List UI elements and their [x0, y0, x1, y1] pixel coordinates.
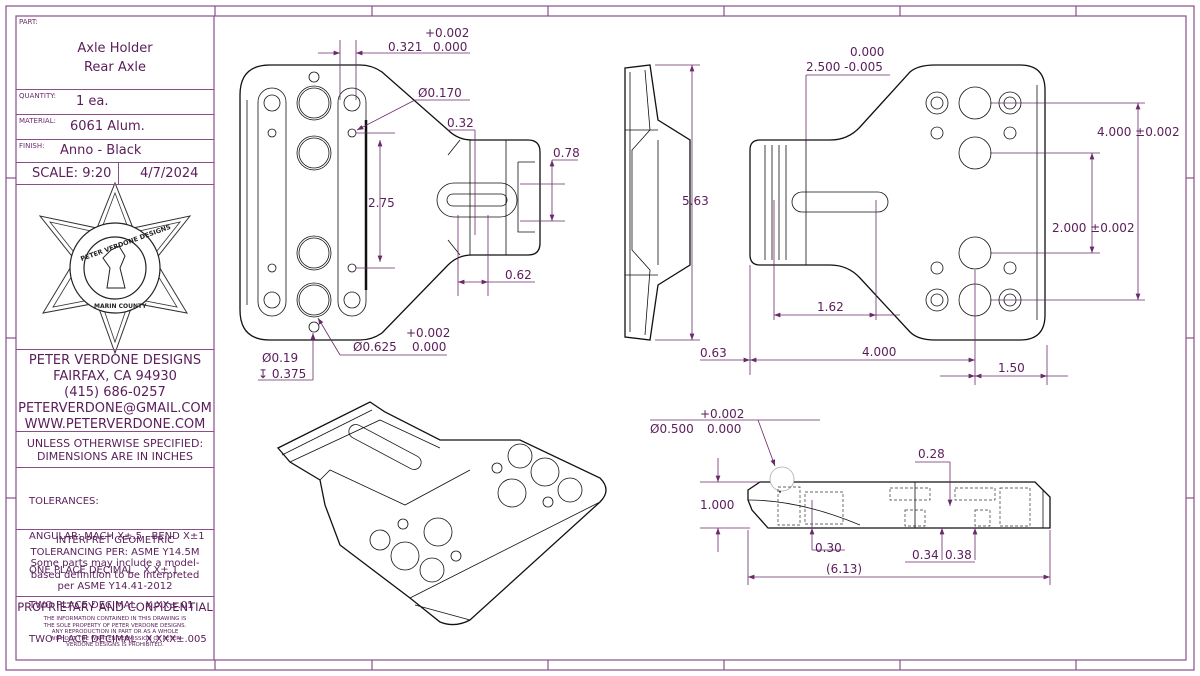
side-view: 5.63 0.63: [624, 64, 727, 360]
proprietary-note: PROPRIETARY AND CONFIDENTIAL THE INFORMA…: [16, 597, 214, 660]
tolerances-title: TOLERANCES:: [29, 496, 99, 507]
dim-275: 2.75: [368, 196, 395, 210]
dim-034: 0.34: [912, 548, 939, 562]
tolerance-angular: ANGULAR: MACH X±.5 BEND X±1: [29, 530, 205, 542]
dim-tol-zero-2: 0.000: [412, 340, 446, 354]
dim-030: 0.30: [815, 541, 842, 555]
logo-text-top: PETER VERDONE DESIGNS: [79, 222, 172, 264]
dim-tol-plus-front: +0.002: [700, 407, 744, 421]
date-value: 4/7/2024: [140, 166, 199, 181]
dim-613: (6.13): [826, 562, 862, 576]
proprietary-line-4: WITHOUT THE WRITTEN PERMISSION OF PETER: [49, 635, 181, 642]
dim-hole-019: Ø0.19: [262, 351, 298, 365]
dim-nominal-zero: 0.000: [850, 45, 884, 59]
proprietary-line-1: THE INFORMATION CONTAINED IN THIS DRAWIN…: [43, 616, 187, 622]
scale-date-row: SCALE: 9:20 4/7/2024: [16, 163, 214, 185]
material-value: 6061 Alum.: [70, 119, 145, 134]
company-phone: (415) 686-0257: [64, 385, 166, 400]
part-name-line-2: Rear Axle: [83, 60, 147, 75]
dim-062: 0.62: [505, 268, 532, 282]
scale-value: SCALE: 9:20: [32, 166, 112, 181]
proprietary-title: PROPRIETARY AND CONFIDENTIAL: [17, 600, 213, 614]
tolerance-one-place: ONE PLACE DECIMAL X.X±.1: [29, 565, 179, 576]
dim-4000-tol: 4.000 ±0.002: [1097, 125, 1180, 139]
finish-value: Anno - Black: [60, 143, 142, 158]
dim-563: 5.63: [682, 194, 709, 208]
material-label: MATERIAL:: [19, 117, 56, 125]
part-field: PART: Axle Holder Rear Axle: [16, 16, 214, 90]
dim-078: 0.78: [553, 146, 580, 160]
logo-field: PETER VERDONE DESIGNS MARIN COUNTY: [16, 185, 214, 350]
gdt-line-4: based definition to be interpreted: [30, 569, 200, 581]
dim-150: 1.50: [998, 361, 1025, 375]
units-line-1: UNLESS OTHERWISE SPECIFIED:: [26, 437, 204, 450]
quantity-label: QUANTITY:: [19, 92, 56, 100]
units-note: UNLESS OTHERWISE SPECIFIED: DIMENSIONS A…: [16, 432, 214, 468]
dim-tol-plus-2: +0.002: [406, 326, 450, 340]
dim-depth-0375: ↧ 0.375: [258, 367, 306, 381]
tolerance-two-place: TWO PLACE DECIMAL X.XX±.01: [29, 599, 194, 611]
gdt-note: INTERPRET GEOMETRIC TOLERANCING PER: ASM…: [16, 530, 214, 597]
proprietary-line-3: ANY REPRODUCTION IN PART OR AS A WHOLE: [51, 629, 179, 635]
finish-label: FINISH:: [19, 142, 45, 150]
company-website: WWW.PETERVERDONE.COM: [24, 417, 206, 432]
front-view: +0.002 Ø0.500 0.000 0.28 1.000 0.30 0.34…: [650, 407, 1051, 585]
dim-tol-zero-front: 0.000: [707, 422, 741, 436]
plan-view: 0.000 2.500 -0.005 4.000 ±0.002 2.000 ±0…: [700, 45, 1180, 385]
dim-1000: 1.000: [700, 498, 734, 512]
top-view: +0.002 0.321 0.000 Ø0.170 0.32 0.78 2.75…: [239, 26, 580, 381]
tolerance-three-place: TWO PLACE DECIMAL X.XXX±.005: [29, 634, 207, 645]
finish-field: FINISH: Anno - Black: [16, 140, 214, 163]
logo-text-bottom: MARIN COUNTY: [94, 303, 147, 310]
quantity-field: QUANTITY: 1 ea.: [16, 90, 214, 115]
tolerances-note: TOLERANCES: ANGULAR: MACH X±.5 BEND X±1 …: [16, 468, 214, 645]
dim-tol-zero: 0.000: [433, 40, 467, 54]
proprietary-line-2: THE SOLE PROPERTY OF PETER VERDONE DESIG…: [43, 622, 187, 629]
part-name-line-1: Axle Holder: [77, 41, 153, 56]
dim-tol-plus: +0.002: [425, 26, 469, 40]
isometric-view: [276, 401, 607, 626]
gdt-line-2: TOLERANCING PER: ASME Y14.5M: [30, 546, 200, 558]
company-email: PETERVERDONE@GMAIL.COM: [18, 401, 212, 416]
company-address: FAIRFAX, CA 94930: [53, 369, 177, 384]
gdt-line-3: Some parts may include a model-: [30, 558, 200, 569]
dim-hole-0500: Ø0.500: [650, 422, 694, 436]
dim-0321: 0.321: [388, 40, 422, 54]
dim-2500: 2.500 -0.005: [806, 60, 883, 74]
gdt-line-5: per ASME Y14.41-2012: [57, 581, 173, 592]
dim-hole-0625: Ø0.625: [353, 340, 397, 354]
dim-162: 1.62: [817, 300, 844, 314]
company-info: PETER VERDONE DESIGNS FAIRFAX, CA 94930 …: [16, 350, 214, 432]
part-label: PART:: [19, 18, 38, 26]
units-line-2: DIMENSIONS ARE IN INCHES: [37, 450, 193, 463]
quantity-value: 1 ea.: [76, 94, 109, 109]
company-logo: [38, 181, 192, 355]
dim-028: 0.28: [918, 447, 945, 461]
dim-063: 0.63: [700, 346, 727, 360]
zone-ticks: [6, 6, 1194, 670]
gdt-line-1: INTERPRET GEOMETRIC: [55, 535, 175, 546]
proprietary-line-5: VERDONE DESIGNS IS PROHIBITED.: [66, 642, 164, 648]
dim-4000: 4.000: [862, 345, 896, 359]
material-field: MATERIAL: 6061 Alum.: [16, 115, 214, 140]
company-name: PETER VERDONE DESIGNS: [28, 353, 202, 368]
dim-032: 0.32: [447, 116, 474, 130]
dim-038: 0.38: [945, 548, 972, 562]
dim-hole-0170: Ø0.170: [418, 86, 462, 100]
dim-2000-tol: 2.000 ±0.002: [1052, 221, 1135, 235]
